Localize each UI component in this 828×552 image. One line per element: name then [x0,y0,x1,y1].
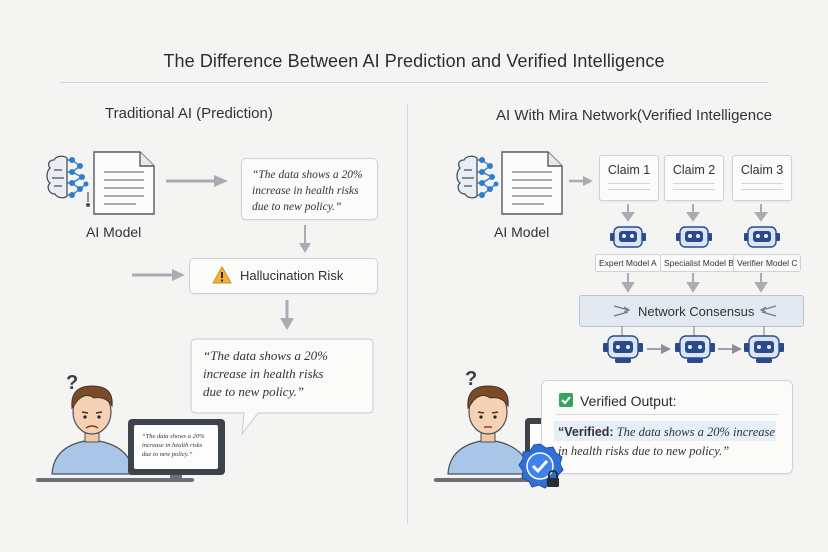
final-quote-line-3: due to new policy.” [203,384,305,399]
claim-lines [741,183,783,190]
screen-text-line-3: due to new policy.” [142,451,193,458]
final-quote-line-2: increase in health risks [203,366,324,381]
claim-box-3: Claim 3 [732,155,792,201]
arrow-down [299,225,311,253]
document-icon [93,151,155,215]
claim-box-1: Claim 1 [599,155,659,201]
arrow-right [647,344,671,354]
right-model-label: AI Model [494,224,550,240]
output-quote-text: “The data shows a 20% increase in health… [252,169,363,213]
verified-line-1-text: The data shows a 20% increase [616,425,775,439]
arrows-down-models [621,273,768,293]
hallucination-risk-box: Hallucination Risk [189,258,378,294]
consensus-box: Network Consensus [579,295,804,327]
title-rule [60,82,768,83]
card-divider [556,414,778,415]
verified-title: Verified Output: [580,393,677,409]
screen-text-line-2: increase in health risks [142,442,203,449]
consensus-label: Network Consensus [638,304,755,319]
question-icon: ? [66,372,79,394]
verified-output-card: Verified Output: “Verified: The data sho… [541,380,793,474]
lock-icon [547,470,559,487]
converge-arrows-right [759,305,777,317]
claim-label: Claim 3 [740,163,784,177]
brain-icon [46,155,90,207]
output-quote-box: “The data shows a 20% increase in health… [241,158,378,220]
speech-bubble [190,338,374,437]
highlight-band [554,421,776,441]
document-icon [501,151,563,215]
monitor-stand [170,475,182,479]
brain-icon [456,155,499,199]
claim-box-2: Claim 2 [664,155,724,201]
claim-lines [608,183,650,190]
claim-label: Claim 1 [607,163,651,177]
arrow-right [718,344,742,354]
model-label-a: Expert Model A [595,254,661,272]
question-icon: ? [465,368,478,390]
model-label-b: Specialist Model B [660,254,738,272]
verified-text: “Verified: The data shows a 20% increase… [558,423,786,461]
hallucination-risk-label: Hallucination Risk [240,268,344,283]
warning-icon [212,265,232,284]
claim-label: Claim 2 [672,163,716,177]
verified-prefix: “Verified: [558,425,614,439]
robot-icon [675,335,715,363]
left-model-label: AI Model [86,224,142,240]
model-label-c: Verifier Model C [733,254,802,272]
verified-line-2: in health risks due to new policy.” [558,444,730,458]
verified-line-1: “Verified: The data shows a 20% increase [558,423,786,442]
robot-icon [676,226,712,248]
check-icon [559,393,573,407]
robot-icon [744,335,784,363]
converge-arrows-left [613,305,631,317]
desk [36,478,194,482]
claim-lines [673,183,715,190]
robot-icon [603,335,643,363]
monitor: “The data shows a 20% increase in health… [128,419,225,475]
section-divider [407,104,408,524]
final-quote: “The data shows a 20% increase in health… [203,347,328,401]
arrows-down-claims [621,204,768,222]
desk [434,478,544,482]
person-worried [51,385,135,475]
person-thinking [447,385,531,475]
right-heading: AI With Mira Network(Verified Intelligen… [496,107,772,124]
final-quote-line-1: “The data shows a 20% [203,348,328,363]
robot-icon [744,226,780,248]
screen-text: “The data shows a 20% increase in health… [142,432,204,459]
screen-text-line-1: “The data shows a 20% [142,433,205,440]
arrow-right [166,175,228,187]
robot-icon [610,226,646,248]
page-title: The Difference Between AI Prediction and… [163,51,665,71]
badge-icon [518,443,564,489]
arrow-down [280,300,294,330]
left-heading: Traditional AI (Prediction) [105,105,273,122]
arrow-right [569,176,593,186]
monitor-screen: “The data shows a 20% increase in health… [134,425,218,469]
arrow-right [132,269,185,281]
